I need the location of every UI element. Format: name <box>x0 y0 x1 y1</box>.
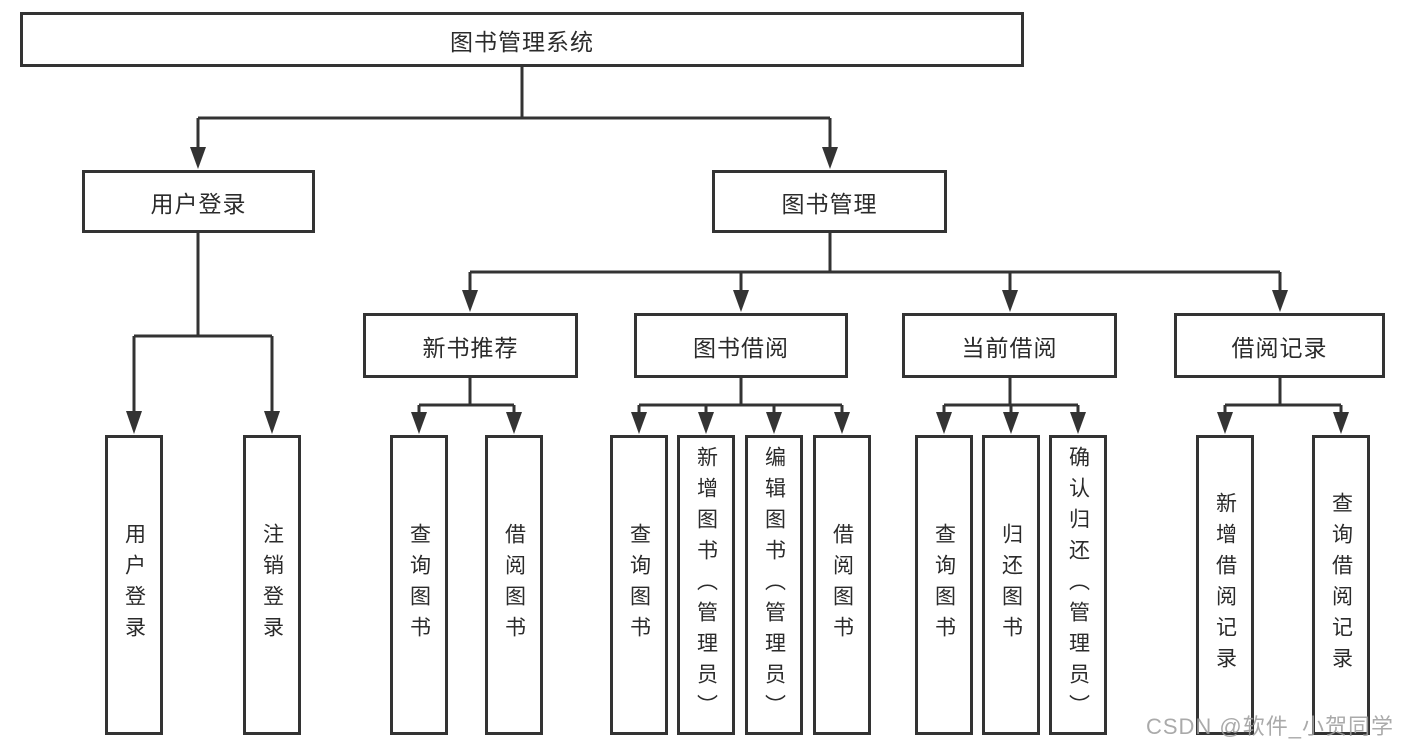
node-label: 用户登录 <box>150 190 247 217</box>
leaf-label: 新增借阅记录 <box>1213 492 1237 678</box>
node-borrow-records: 借阅记录 <box>1174 313 1385 378</box>
leaf-edit-books-admin: 编辑图书（管理员） <box>745 435 803 735</box>
leaf-label: 用户登录 <box>122 523 146 647</box>
csdn-watermark: CSDN @软件_小贺同学 <box>1145 714 1394 739</box>
leaf-label: 确认归还（管理员） <box>1066 445 1090 725</box>
leaf-borrow-books: 借阅图书 <box>485 435 543 735</box>
leaf-label: 查询图书 <box>627 523 651 647</box>
leaf-logout: 注销登录 <box>243 435 301 735</box>
leaf-query-books: 查询图书 <box>390 435 448 735</box>
leaf-label: 借阅图书 <box>502 523 526 647</box>
leaf-label: 查询借阅记录 <box>1329 492 1353 678</box>
node-label: 图书管理 <box>781 190 878 217</box>
node-label: 图书借阅 <box>693 334 789 361</box>
node-book-borrow: 图书借阅 <box>634 313 848 378</box>
node-label: 图书管理系统 <box>450 28 594 55</box>
node-label: 当前借阅 <box>961 334 1058 361</box>
node-current-borrow: 当前借阅 <box>902 313 1117 378</box>
connector-strokes <box>132 67 1343 414</box>
leaf-label: 新增图书（管理员） <box>694 445 718 725</box>
leaf-label: 查询图书 <box>407 523 431 647</box>
leaf-query-books: 查询图书 <box>610 435 668 735</box>
leaf-return-books: 归还图书 <box>982 435 1040 735</box>
node-label: 新书推荐 <box>422 334 519 361</box>
leaf-query-books: 查询图书 <box>915 435 973 735</box>
leaf-confirm-return-admin: 确认归还（管理员） <box>1049 435 1107 735</box>
node-user-login: 用户登录 <box>82 170 315 233</box>
leaf-label: 注销登录 <box>260 523 284 647</box>
leaf-label: 查询图书 <box>932 523 956 647</box>
leaf-label: 借阅图书 <box>830 523 854 647</box>
leaf-borrow-books: 借阅图书 <box>813 435 871 735</box>
leaf-label: 归还图书 <box>999 523 1023 647</box>
node-new-book-recommend: 新书推荐 <box>363 313 578 378</box>
arrowhead-icons <box>126 147 1349 434</box>
node-label: 借阅记录 <box>1231 334 1328 361</box>
node-library-management-system: 图书管理系统 <box>20 12 1024 67</box>
leaf-add-books-admin: 新增图书（管理员） <box>677 435 735 735</box>
leaf-user-login: 用户登录 <box>105 435 163 735</box>
leaf-add-borrow-record: 新增借阅记录 <box>1196 435 1254 735</box>
leaf-label: 编辑图书（管理员） <box>762 445 786 725</box>
leaf-query-borrow-record: 查询借阅记录 <box>1312 435 1370 735</box>
node-book-management: 图书管理 <box>712 170 947 233</box>
